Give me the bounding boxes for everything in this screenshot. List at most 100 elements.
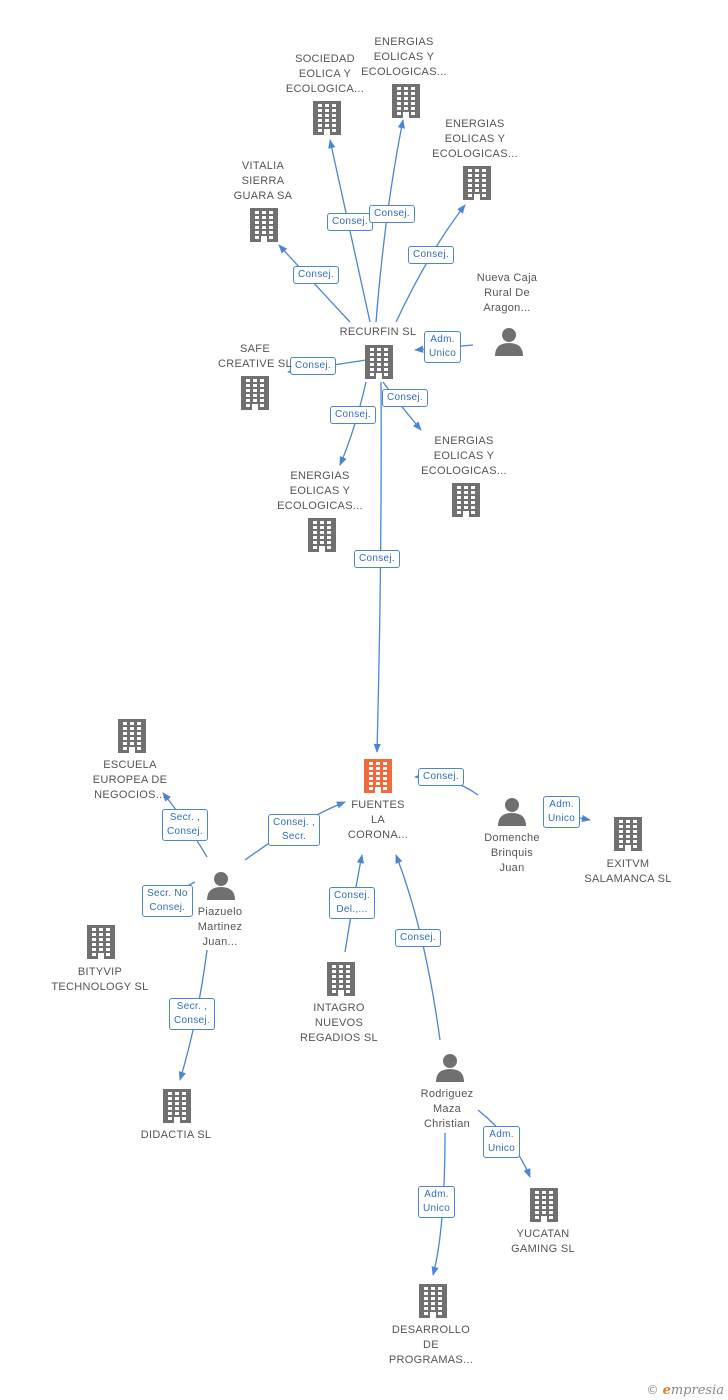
company-icon[interactable] — [530, 1188, 558, 1222]
company-icon[interactable] — [463, 166, 491, 200]
node-label-rodriguez[interactable]: Rodriguez Maza Christian — [420, 1088, 474, 1130]
company-icon[interactable] — [392, 84, 420, 118]
node-label-safe[interactable]: SAFE CREATIVE SL — [217, 343, 292, 370]
node-label-didactia[interactable]: DIDACTIA SL — [140, 1129, 212, 1141]
building-window — [457, 496, 461, 499]
edge-label-recurfin-to-vitalia[interactable]: Consej. — [293, 266, 340, 284]
building-window — [262, 211, 266, 214]
edge-label-recurfin-to-fuentes[interactable]: Consej. — [354, 550, 401, 568]
edge-label-domenche-to-fuentes[interactable]: Consej. — [418, 768, 465, 786]
building-window — [626, 840, 630, 843]
edge-label-rodriguez-to-desarrollo[interactable]: Adm. Unico — [418, 1186, 456, 1218]
edge-label-piazuelo-to-bityvip[interactable]: Secr. No Consej. — [142, 885, 193, 917]
building-window — [370, 373, 374, 376]
person-icon[interactable] — [436, 1054, 464, 1082]
company-icon[interactable] — [365, 345, 393, 379]
edge-label-recurfin-to-energias2[interactable]: Consej. — [408, 246, 455, 264]
node-label-vitalia[interactable]: VITALIA SIERRA GUARA SA — [233, 160, 293, 202]
building-window — [542, 1196, 546, 1199]
node-label-energias1[interactable]: ENERGIAS EOLICAS Y ECOLOGICAS... — [361, 36, 447, 78]
focus-company-icon[interactable] — [364, 759, 392, 793]
company-icon[interactable] — [250, 208, 278, 242]
node-label-fuentes[interactable]: FUENTES LA CORONA... — [347, 799, 409, 841]
building-window — [464, 496, 468, 499]
edge-label-rodriguez-to-yucatan[interactable]: Adm. Unico — [483, 1126, 521, 1158]
node-label-yucatan[interactable]: YUCATAN GAMING SL — [511, 1228, 575, 1255]
building-window — [549, 1216, 553, 1219]
building-window — [384, 348, 388, 351]
node-label-recurfin[interactable]: RECURFIN SL — [339, 326, 417, 338]
node-label-energias3[interactable]: ENERGIAS EOLICAS Y ECOLOGICAS... — [421, 435, 507, 477]
building-window — [253, 384, 257, 387]
edge-label-piazuelo-to-didactia[interactable]: Secr. , Consej. — [169, 998, 216, 1030]
person-icon[interactable] — [207, 872, 235, 900]
building-window — [619, 840, 623, 843]
node-label-exitvm[interactable]: EXITVM SALAMANCA SL — [584, 858, 672, 885]
building-window — [397, 102, 401, 105]
edge-label-recurfin-to-sociedad[interactable]: Consej. — [327, 213, 374, 231]
building-window — [376, 772, 380, 775]
building-window — [175, 1107, 179, 1110]
edge-label-piazuelo-to-fuentes[interactable]: Consej. , Secr. — [268, 814, 321, 846]
building-window — [619, 825, 623, 828]
node-label-piazuelo[interactable]: Piazuelo Martinez Juan... — [197, 906, 243, 948]
company-icon[interactable] — [308, 518, 336, 552]
building-window — [123, 742, 127, 745]
building-window — [369, 782, 373, 785]
building-window — [175, 1097, 179, 1100]
node-label-bityvip[interactable]: BITYVIP TECHNOLOGY SL — [51, 966, 149, 993]
building-window — [269, 231, 273, 234]
building-window — [438, 1312, 442, 1315]
building-window — [168, 1092, 172, 1095]
company-icon[interactable] — [614, 817, 642, 851]
edge-label-recurfin-to-safe[interactable]: Consej. — [290, 357, 337, 375]
company-icon[interactable] — [313, 101, 341, 135]
building-window — [370, 358, 374, 361]
node-label-escuela[interactable]: ESCUELA EUROPEA DE NEGOCIOS... — [92, 759, 168, 801]
edge-label-domenche-to-exitvm[interactable]: Adm. Unico — [543, 796, 581, 828]
person-icon[interactable] — [495, 328, 523, 356]
building-window — [318, 129, 322, 132]
building-window — [633, 825, 637, 828]
building-window — [397, 107, 401, 110]
edge-label-recurfin-to-energias3[interactable]: Consej. — [382, 389, 429, 407]
node-label-sociedad[interactable]: SOCIEDAD EOLICA Y ECOLOGICA... — [285, 53, 365, 95]
company-icon[interactable] — [87, 925, 115, 959]
company-icon[interactable] — [452, 483, 480, 517]
company-icon[interactable] — [327, 962, 355, 996]
node-label-nueva-caja[interactable]: Nueva Caja Rural De Aragon... — [476, 272, 538, 314]
company-icon[interactable] — [419, 1284, 447, 1318]
edge-label-recurfin-to-energias4[interactable]: Consej. — [330, 406, 377, 424]
building-window — [464, 486, 468, 489]
node-label-energias2[interactable]: ENERGIAS EOLICAS Y ECOLOGICAS... — [432, 118, 518, 160]
node-label-intagro[interactable]: INTAGRO NUEVOS REGADIOS SL — [300, 1002, 378, 1044]
building-window — [325, 104, 329, 107]
edge-label-intagro-to-fuentes[interactable]: Consej. Del.,... — [329, 887, 376, 919]
building-door — [98, 953, 104, 959]
edge-label-nueva_caja-to-recurfin[interactable]: Adm. Unico — [424, 331, 462, 363]
company-icon[interactable] — [163, 1089, 191, 1123]
building-window — [320, 521, 324, 524]
building-window — [175, 1092, 179, 1095]
building-window — [339, 965, 343, 968]
node-label-desarrollo[interactable]: DESARROLLO DE PROGRAMAS... — [388, 1324, 474, 1366]
edge-label-recurfin-to-energias1[interactable]: Consej. — [369, 205, 416, 223]
building-window — [471, 501, 475, 504]
edge-label-piazuelo-to-escuela[interactable]: Secr. , Consej. — [162, 809, 209, 841]
building-window — [376, 762, 380, 765]
building-window — [269, 236, 273, 239]
building-window — [182, 1092, 186, 1095]
company-icon[interactable] — [241, 376, 269, 410]
building-window — [369, 787, 373, 790]
person-icon[interactable] — [498, 798, 526, 826]
building-door — [174, 1117, 180, 1123]
building-window — [332, 119, 336, 122]
node-label-domenche[interactable]: Domenche Brinquis Juan — [484, 832, 540, 874]
building-window — [542, 1201, 546, 1204]
node-label-energias4[interactable]: ENERGIAS EOLICAS Y ECOLOGICAS... — [277, 470, 363, 512]
edge-label-rodriguez-to-fuentes[interactable]: Consej. — [395, 929, 442, 947]
company-icon[interactable] — [118, 719, 146, 753]
building-window — [438, 1292, 442, 1295]
building-window — [168, 1117, 172, 1120]
person-head — [214, 872, 228, 886]
